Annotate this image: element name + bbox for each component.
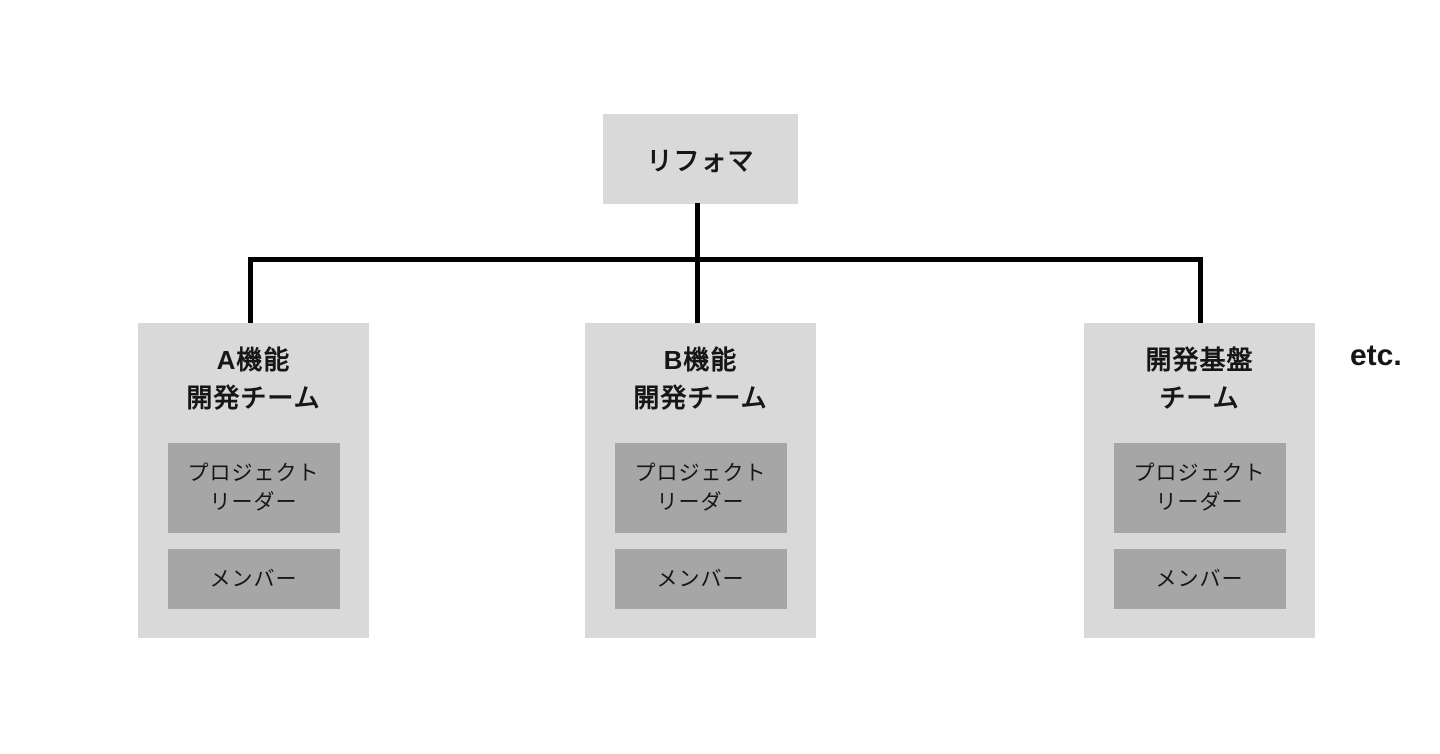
team-a-role-member-box: メンバー	[167, 549, 340, 609]
team-b-role-member-label: メンバー	[656, 567, 745, 591]
connector-left-vertical-line	[248, 257, 253, 323]
team-infra-title: 開発基盤 チーム	[1145, 341, 1253, 417]
team-a-title-line2: 開発チーム	[186, 383, 321, 413]
team-infra-role-leader-label-line2: リーダー	[1155, 491, 1244, 514]
team-infra-role-leader-label-line1: プロジェクト	[1133, 462, 1266, 485]
team-a-role-member-label: メンバー	[209, 567, 298, 591]
team-a-title-line1: A機能	[216, 345, 291, 375]
team-a-role-leader-label-line2: リーダー	[209, 491, 298, 514]
team-b-box: B機能 開発チーム プロジェクト リーダー メンバー	[585, 323, 816, 638]
team-a-role-leader-box: プロジェクト リーダー	[167, 443, 340, 533]
team-infra-title-line1: 開発基盤	[1145, 345, 1254, 375]
team-infra-role-member-box: メンバー	[1113, 549, 1286, 609]
connector-root-vertical-line	[695, 203, 700, 323]
team-b-title: B機能 開発チーム	[633, 341, 767, 417]
team-a-role-leader-label-line1: プロジェクト	[187, 462, 320, 485]
team-b-role-leader-label-line1: プロジェクト	[634, 462, 767, 485]
team-a-title: A機能 開発チーム	[186, 341, 320, 417]
connector-horizontal-line	[248, 257, 1203, 262]
team-infra-role-member-label: メンバー	[1155, 567, 1244, 591]
team-b-role-leader-label-line2: リーダー	[656, 491, 745, 514]
team-b-role-leader-box: プロジェクト リーダー	[614, 443, 787, 533]
connector-right-vertical-line	[1198, 257, 1203, 323]
team-b-role-member-box: メンバー	[614, 549, 787, 609]
team-infra-role-leader-box: プロジェクト リーダー	[1113, 443, 1286, 533]
team-infra-box: 開発基盤 チーム プロジェクト リーダー メンバー	[1084, 323, 1315, 638]
root-node-label: リフォマ	[646, 145, 755, 176]
team-b-title-line2: 開発チーム	[633, 383, 768, 413]
team-infra-title-line2: チーム	[1159, 383, 1240, 413]
team-a-box: A機能 開発チーム プロジェクト リーダー メンバー	[138, 323, 369, 638]
root-node-box: リフォマ	[603, 114, 798, 204]
etc-label: etc.	[1350, 339, 1402, 372]
team-b-title-line1: B機能	[663, 345, 738, 375]
